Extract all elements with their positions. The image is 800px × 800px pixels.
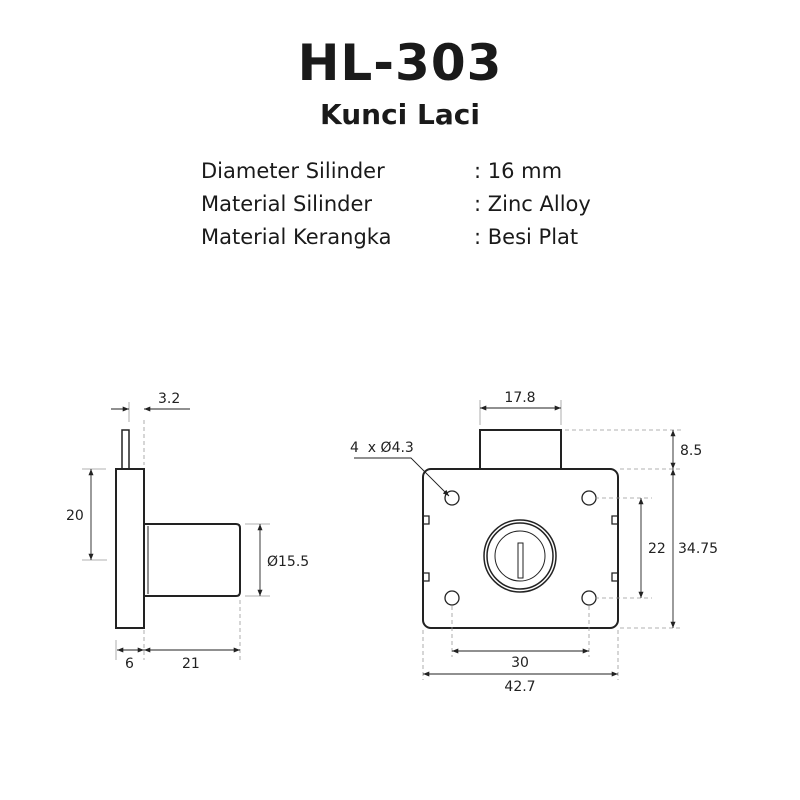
- spec-row: Material Silinder : Zinc Alloy: [201, 188, 591, 221]
- holes-leader-line: [354, 457, 450, 497]
- spec-label: Material Kerangka: [201, 225, 392, 249]
- spec-label: Diameter Silinder: [201, 159, 385, 183]
- product-name: Kunci Laci: [320, 98, 480, 131]
- dim-top-height: 8.5: [680, 443, 702, 459]
- product-code: HL-303: [297, 34, 503, 92]
- dim-total-width: 42.7: [504, 679, 535, 695]
- spec-row: Material Kerangka : Besi Plat: [201, 221, 591, 254]
- dim-top-width: 17.8: [504, 390, 535, 406]
- spec-value: : Besi Plat: [474, 225, 579, 249]
- front-view: [354, 400, 683, 680]
- dim-cylinder-length: 21: [182, 656, 200, 672]
- lock-body: [422, 468, 619, 629]
- dim-cylinder-diameter: Ø15.5: [267, 554, 309, 570]
- dim-hole-spacing-h: 30: [511, 655, 529, 671]
- dim-tab-thickness: 3.2: [158, 391, 180, 407]
- dim-total-height: 34.75: [678, 541, 718, 557]
- spec-value: : 16 mm: [474, 159, 563, 183]
- spec-label: Material Silinder: [201, 192, 373, 216]
- mounting-plate: [115, 468, 145, 629]
- dim-hole-spacing-v: 22: [648, 541, 666, 557]
- spec-value: : Zinc Alloy: [474, 192, 591, 216]
- bolt-block: [479, 429, 562, 470]
- dim-height: 20: [66, 508, 84, 524]
- tab: [121, 429, 130, 470]
- dim-plate-thickness: 6: [125, 656, 134, 672]
- side-view: [82, 402, 270, 660]
- key-cylinder: [483, 519, 557, 593]
- spec-row: Diameter Silinder : 16 mm: [201, 155, 591, 188]
- dim-holes: 4 x Ø4.3: [350, 440, 414, 456]
- cylinder: [144, 523, 241, 597]
- spec-list: Diameter Silinder : 16 mm Material Silind…: [201, 155, 591, 254]
